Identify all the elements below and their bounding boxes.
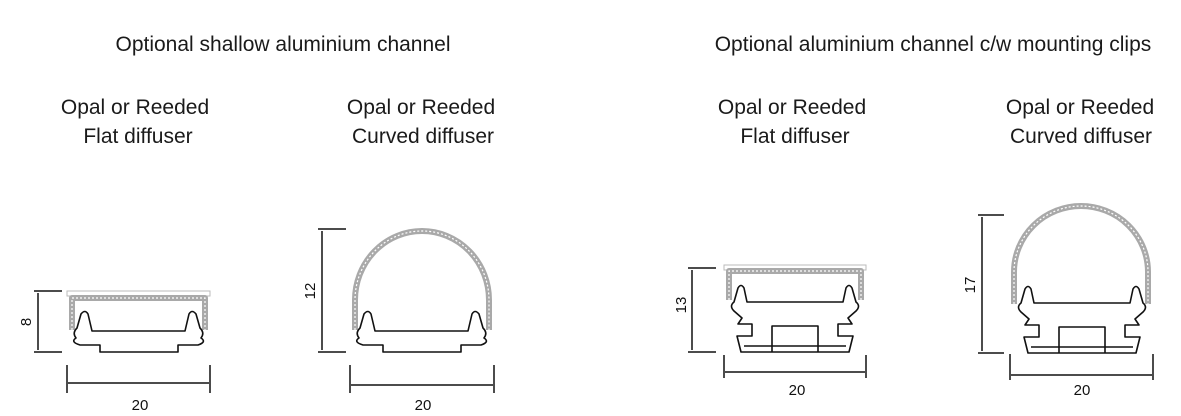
width-dimension [723, 355, 867, 378]
profile-clips-curved: 17 20 [962, 203, 1154, 399]
label-line1: Opal or Reeded [1005, 96, 1155, 119]
label-line2: Curved diffuser [351, 125, 495, 148]
profile-shallow-curved: 12 20 [302, 228, 495, 414]
width-dimension [1009, 354, 1154, 380]
height-label: 13 [673, 297, 690, 314]
label-line1: Opal or Reeded [60, 96, 210, 119]
height-label: 12 [302, 283, 319, 300]
group-title-shallow: Optional shallow aluminium channel [115, 33, 451, 56]
profile-clips-flat: 13 20 [673, 264, 867, 399]
height-dimension [688, 267, 716, 353]
width-dimension [349, 365, 495, 393]
channel [72, 310, 205, 353]
height-label: 17 [962, 277, 979, 294]
width-label: 20 [1074, 382, 1091, 399]
height-label: 8 [18, 318, 35, 326]
label-line2: Curved diffuser [1009, 125, 1153, 148]
diffuser [69, 295, 208, 330]
diffuser [726, 268, 864, 300]
height-dimension [978, 214, 1004, 354]
width-label: 20 [132, 397, 149, 414]
width-dimension [66, 365, 211, 393]
profile-shallow-flat: 8 20 [18, 290, 211, 414]
group-title-clips: Optional aluminium channel c/w mounting … [714, 33, 1152, 56]
channel [730, 284, 860, 353]
channel [1017, 285, 1147, 354]
label-line2: Flat diffuser [83, 125, 193, 148]
diffuser [352, 228, 492, 330]
width-label: 20 [789, 382, 806, 399]
height-dimension [34, 290, 62, 353]
channel [355, 310, 488, 353]
label-line2: Flat diffuser [740, 125, 850, 148]
diffuser [1011, 203, 1151, 304]
label-line1: Opal or Reeded [717, 96, 867, 119]
label-line1: Opal or Reeded [346, 96, 496, 119]
height-dimension [318, 228, 346, 353]
width-label: 20 [415, 397, 432, 414]
